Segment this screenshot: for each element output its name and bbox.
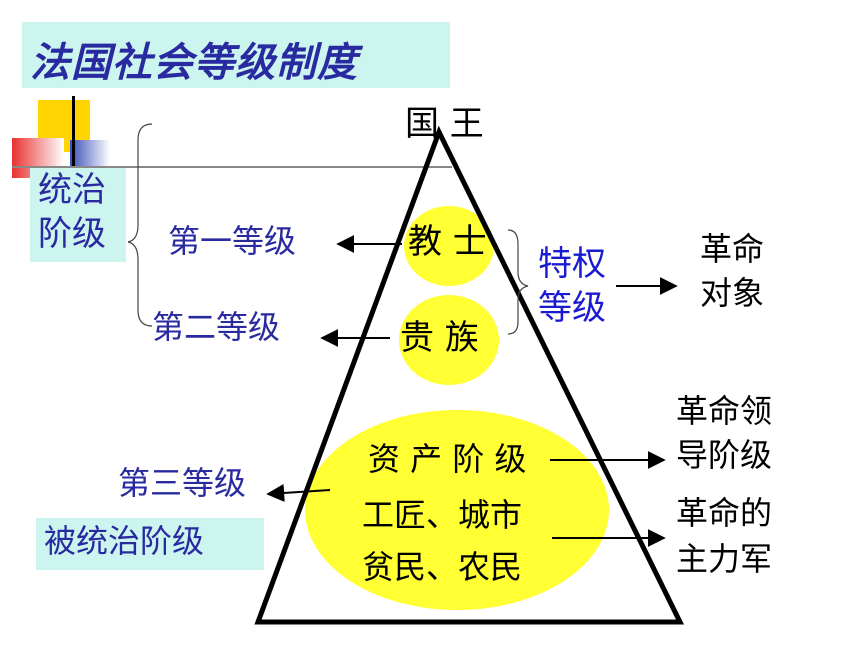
third-estate-label: 第三等级 bbox=[118, 464, 247, 502]
pyramid bbox=[254, 125, 685, 625]
title-background bbox=[22, 22, 450, 88]
third-estate-ellipse bbox=[305, 410, 609, 610]
king-label: 国 王 bbox=[405, 104, 484, 144]
clergy-label: 教 士 bbox=[408, 222, 487, 262]
nobility-ellipse bbox=[399, 295, 499, 385]
ruled-class-box bbox=[36, 518, 264, 570]
arrow-to-third-estate bbox=[266, 483, 331, 502]
privileged-bracket bbox=[507, 229, 529, 335]
ruling-class-box bbox=[30, 168, 126, 262]
artisans-label: 工匠、城市 bbox=[362, 496, 523, 534]
privileged-label-line1: 特权 bbox=[538, 244, 606, 284]
main-force-line2: 主力军 bbox=[676, 540, 773, 578]
ruling-bracket bbox=[127, 123, 153, 327]
ruled-class-label: 被统治阶级 bbox=[44, 522, 205, 560]
page-title: 法国社会等级制度 bbox=[30, 40, 358, 86]
leading-class-line2: 导阶级 bbox=[676, 436, 773, 474]
privileged-label-line2: 等级 bbox=[538, 288, 606, 328]
revolution-target-line1: 革命 bbox=[700, 230, 765, 268]
first-estate-label: 第一等级 bbox=[168, 222, 297, 260]
main-force-line1: 革命的 bbox=[676, 494, 773, 532]
decor-vertical-line bbox=[72, 96, 75, 166]
decor-blue-square bbox=[70, 140, 110, 168]
nobility-label: 贵 族 bbox=[400, 318, 479, 358]
clergy-ellipse bbox=[404, 206, 494, 286]
leading-class-line1: 革命领 bbox=[676, 392, 773, 430]
bourgeoisie-label: 资 产 阶 级 bbox=[368, 440, 527, 478]
ruling-class-label-line2: 阶级 bbox=[38, 214, 106, 254]
decor-horizontal-line bbox=[12, 166, 452, 168]
peasants-label: 贫民、农民 bbox=[362, 548, 523, 586]
ruling-class-label-line1: 统治 bbox=[38, 170, 106, 210]
revolution-target-line2: 对象 bbox=[700, 274, 765, 312]
second-estate-label: 第二等级 bbox=[152, 308, 281, 346]
